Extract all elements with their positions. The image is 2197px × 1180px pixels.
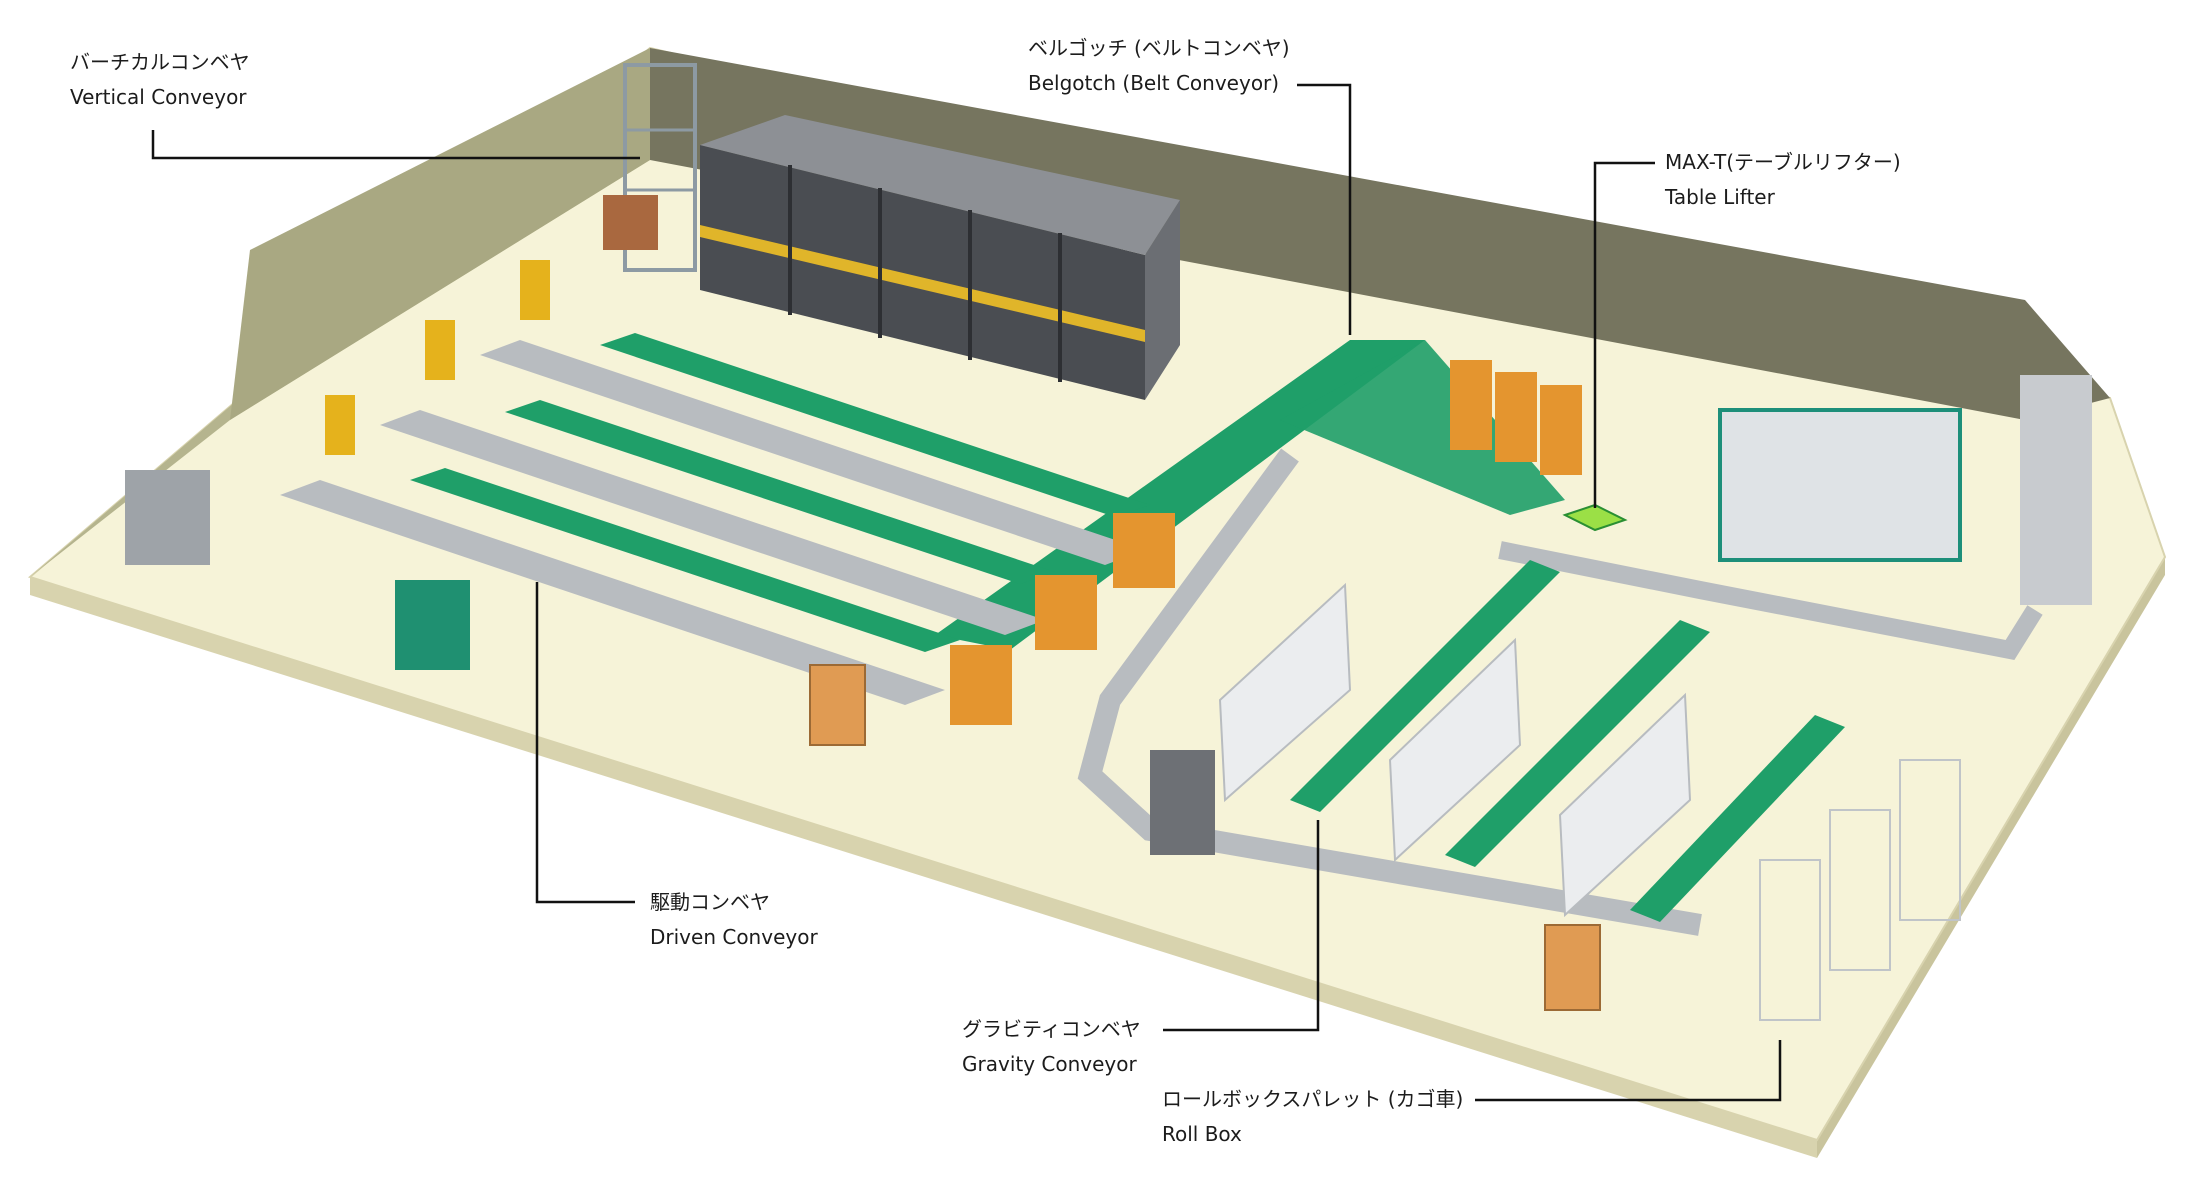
label-gravity-conveyor-jp: グラビティコンベヤ xyxy=(962,1017,1141,1041)
floor-slab-side xyxy=(30,577,1817,1158)
left-wall-edge xyxy=(230,48,650,420)
label-driven-conveyor: 駆動コンベヤ Driven Conveyor xyxy=(650,890,818,950)
label-vertical-conveyor: バーチカルコンベヤ Vertical Conveyor xyxy=(70,50,250,110)
label-table-lifter-en: Table Lifter xyxy=(1665,185,1775,209)
table-lifter xyxy=(1562,503,1628,532)
control-cabinet xyxy=(1150,750,1215,855)
label-belgotch-en: Belgotch (Belt Conveyor) xyxy=(1028,71,1280,95)
label-gravity-conveyor: グラビティコンベヤ Gravity Conveyor xyxy=(962,1017,1141,1077)
label-roll-box: ロールボックスパレット (カゴ車) Roll Box xyxy=(1162,1087,1463,1147)
label-vertical-conveyor-jp: バーチカルコンベヤ xyxy=(70,50,250,74)
shelving-units xyxy=(1218,582,1692,918)
label-driven-conveyor-en: Driven Conveyor xyxy=(650,925,818,949)
gravity-conveyor-loop xyxy=(1077,448,2043,936)
label-roll-box-en: Roll Box xyxy=(1162,1122,1242,1146)
leader-roll-box xyxy=(1475,1040,1782,1102)
label-roll-box-jp: ロールボックスパレット (カゴ車) xyxy=(1162,1087,1464,1111)
leader-belgotch xyxy=(1297,83,1352,335)
label-belgotch-jp: ベルゴッチ (ベルトコンベヤ) xyxy=(1028,36,1290,60)
label-driven-conveyor-jp: 駆動コンベヤ xyxy=(650,890,770,914)
leader-gravity-conveyor xyxy=(1163,820,1320,1032)
label-table-lifter-jp: MAX-T(テーブルリフター) xyxy=(1665,150,1901,174)
leader-lines xyxy=(151,83,1782,1102)
orange-sorter-stations xyxy=(950,513,1175,725)
belgotch-belt-lower xyxy=(1280,340,1565,515)
left-processing-machine xyxy=(125,470,210,565)
vertical-conveyor-tower xyxy=(603,63,697,272)
forklift-load xyxy=(395,580,470,670)
label-gravity-conveyor-en: Gravity Conveyor xyxy=(962,1052,1137,1076)
roll-boxes xyxy=(809,664,1961,1021)
floor-slab-side-right xyxy=(1817,557,2165,1158)
back-wall xyxy=(650,48,2110,420)
automated-storage-racks xyxy=(700,115,1180,400)
robot-arms xyxy=(325,260,550,455)
label-vertical-conveyor-en: Vertical Conveyor xyxy=(70,85,247,109)
leader-vertical-conveyor xyxy=(151,130,640,160)
label-belgotch: ベルゴッチ (ベルトコンベヤ) Belgotch (Belt Conveyor) xyxy=(1028,36,1290,96)
leader-table-lifter xyxy=(1593,161,1655,508)
label-table-lifter: MAX-T(テーブルリフター) Table Lifter xyxy=(1665,150,1901,210)
leader-driven-conveyor xyxy=(535,582,635,904)
packaging-machine xyxy=(1718,375,2092,605)
orange-carts xyxy=(1450,360,1582,475)
driven-conveyor-lines xyxy=(280,333,1150,705)
